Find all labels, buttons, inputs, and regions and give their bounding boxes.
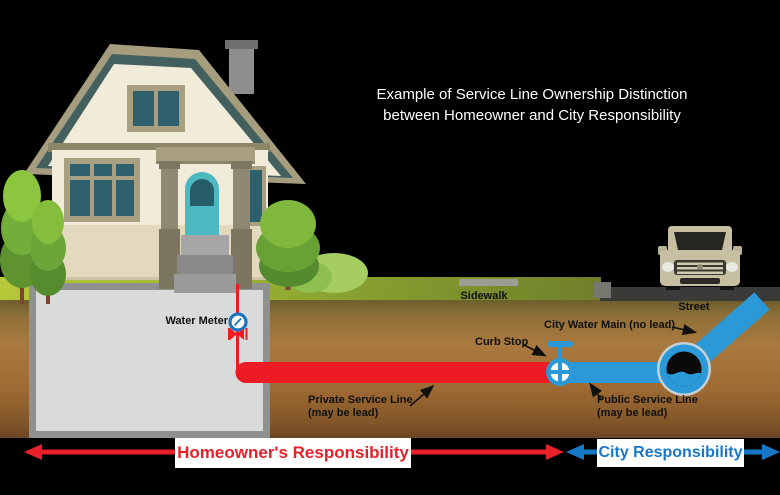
water-meter-label: Water Meter bbox=[165, 315, 228, 327]
chimney bbox=[229, 44, 254, 94]
porch-step bbox=[174, 274, 236, 293]
diagram-title: Example of Service Line Ownership Distin… bbox=[330, 84, 734, 126]
public-service-line-name: Public Service Line bbox=[597, 394, 698, 406]
basement-box bbox=[29, 283, 270, 438]
chimney-cap bbox=[225, 40, 258, 49]
door-knob bbox=[211, 203, 214, 206]
homeowner-responsibility-banner: Homeowner's Responsibility bbox=[175, 438, 411, 468]
public-service-line-note: (may be lead) bbox=[597, 407, 668, 419]
sidewalk-pavement bbox=[459, 279, 518, 286]
porch-step bbox=[181, 235, 229, 255]
porch-column-right bbox=[233, 169, 250, 229]
private-service-line-note: (may be lead) bbox=[308, 407, 379, 419]
porch-column-base bbox=[231, 229, 252, 289]
sidewalk-label: Sidewalk bbox=[460, 290, 508, 302]
left-window-mullion bbox=[112, 164, 116, 216]
porch-step bbox=[177, 255, 233, 274]
right-window-pane bbox=[248, 170, 262, 222]
left-window-pane bbox=[70, 164, 134, 216]
left-window-mullion bbox=[70, 176, 134, 180]
door-window bbox=[190, 179, 214, 206]
porch-beam bbox=[156, 147, 255, 164]
porch-column-left bbox=[161, 169, 178, 229]
private-service-line-label: Private Service Line (may be lead) bbox=[308, 394, 413, 420]
city-water-main-label: City Water Main (no lead) bbox=[544, 319, 675, 331]
porch-column-cap bbox=[159, 161, 180, 169]
title-line-2: between Homeowner and City Responsibilit… bbox=[383, 107, 681, 124]
city-responsibility-banner: City Responsibility bbox=[597, 439, 744, 467]
street-label: Street bbox=[678, 301, 710, 313]
private-service-line-name: Private Service Line bbox=[308, 394, 413, 406]
gable-window-pane bbox=[158, 91, 179, 126]
curb-stop-label: Curb Stop bbox=[475, 336, 529, 348]
public-service-line-label: Public Service Line (may be lead) bbox=[597, 394, 698, 420]
gable-window-pane bbox=[133, 91, 154, 126]
title-line-1: Example of Service Line Ownership Distin… bbox=[376, 86, 688, 103]
street-curb bbox=[594, 282, 611, 298]
left-window-mullion bbox=[90, 164, 94, 216]
porch-column-cap bbox=[231, 161, 252, 169]
street-surface bbox=[600, 287, 780, 301]
